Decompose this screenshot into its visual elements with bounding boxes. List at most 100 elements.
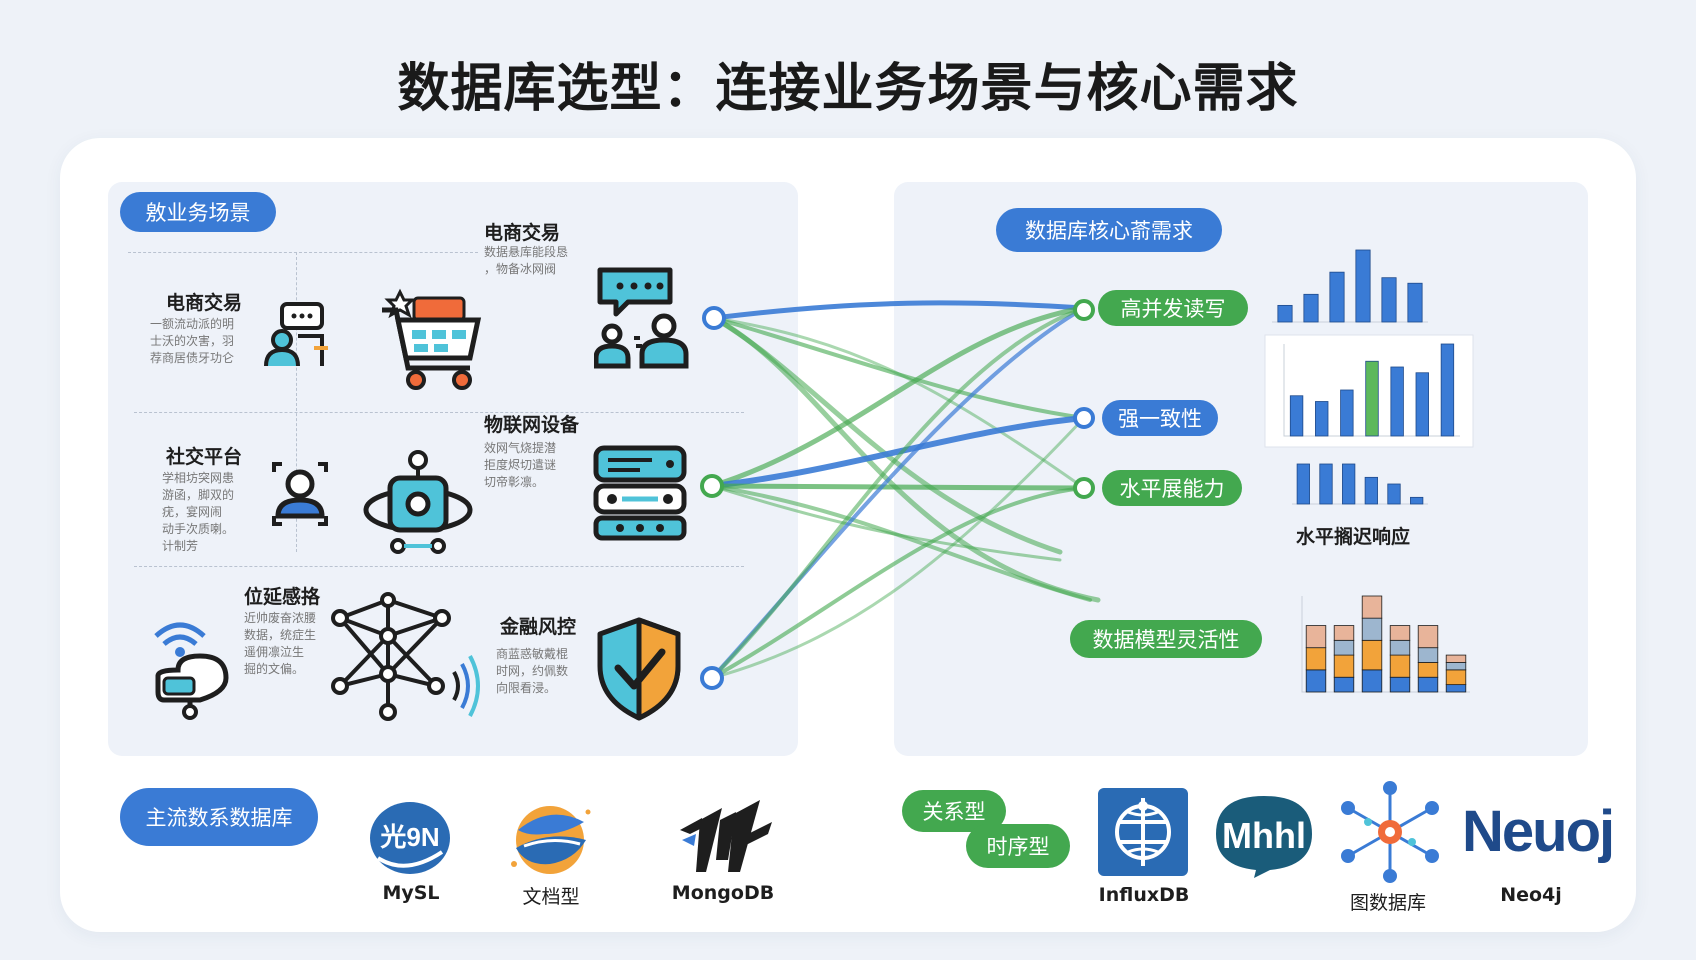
chart-bar-segment xyxy=(1361,639,1383,671)
chart-bar xyxy=(1387,483,1401,505)
db-label: InfluxDB xyxy=(1098,884,1190,906)
chart-bar xyxy=(1277,304,1293,323)
chart-bar-segment xyxy=(1305,669,1327,693)
db-label: MongoDB xyxy=(671,882,775,904)
chart-bar xyxy=(1342,463,1356,505)
chart-bar xyxy=(1296,463,1310,505)
chart-bar xyxy=(1440,343,1455,437)
divider-line xyxy=(296,252,297,552)
requirement-pill: 数据模型灵活性 xyxy=(1070,620,1262,658)
chart-bar xyxy=(1303,293,1319,323)
connection-line xyxy=(711,300,1087,321)
chart-bar-segment xyxy=(1333,639,1355,656)
chart-bar xyxy=(1355,249,1371,323)
connector-node xyxy=(702,306,726,330)
connector-node xyxy=(700,666,724,690)
connection-line xyxy=(709,305,1087,489)
scenario-desc: 近帅废奋浓腰 数据，统症生 遥佣凛泣生 掘的文偏。 xyxy=(244,611,317,676)
chart-bar xyxy=(1365,360,1379,437)
divider-line xyxy=(134,566,744,567)
scenario-desc: 效网气烧提潜 拒度烬切遣谜 切帝彰凛。 xyxy=(484,441,557,489)
chart-bar-segment xyxy=(1333,676,1355,693)
connector-node xyxy=(1073,299,1095,321)
user-profile-icon xyxy=(272,462,328,526)
chart-bar xyxy=(1340,389,1354,437)
mysql-logo-text: 光9N xyxy=(379,822,439,852)
connection-line xyxy=(712,316,1086,420)
network-graph-icon xyxy=(331,592,480,721)
chart-bar xyxy=(1381,277,1397,323)
graph-db-logo-icon xyxy=(1341,781,1439,883)
chart-bar xyxy=(1407,282,1423,323)
chart-bar xyxy=(1364,476,1378,505)
chart-bar-segment xyxy=(1361,595,1383,619)
divider-line xyxy=(128,252,478,253)
connector-node xyxy=(700,474,724,498)
scenario-desc: 数据悬库能段恳 ，物备冰网阀 xyxy=(484,245,569,276)
chart-3 xyxy=(1292,463,1428,505)
chart-bar-segment xyxy=(1417,647,1439,663)
requirement-pill: 强一致性 xyxy=(1102,400,1218,436)
chart-1 xyxy=(1272,249,1428,323)
connection-line xyxy=(710,486,1086,680)
chart-bar-segment xyxy=(1445,654,1467,663)
chart-bar-segment xyxy=(1361,669,1383,693)
chart-bar-segment xyxy=(1445,684,1467,693)
chart-axis xyxy=(1301,596,1470,693)
scenario-title: 社交平台 xyxy=(166,446,243,468)
chart-bar xyxy=(1319,463,1333,505)
connection-line xyxy=(710,306,1086,680)
scenario-title: 电商交易 xyxy=(484,222,561,244)
chart-bar xyxy=(1315,401,1329,437)
shopping-cart-icon xyxy=(382,288,482,390)
requirement-pill: 高并发读写 xyxy=(1098,290,1248,326)
chart-bar-segment xyxy=(1445,662,1467,671)
scenario-title: 金融风控 xyxy=(500,616,577,638)
core-requirements-panel xyxy=(894,182,1588,756)
document-db-logo-icon xyxy=(511,806,591,874)
db-label: Neo4j xyxy=(1500,884,1562,906)
timeseries-logo-text: Mhhl xyxy=(1222,815,1306,856)
influxdb-logo-icon xyxy=(1098,788,1188,876)
chart-bar-segment xyxy=(1389,654,1411,678)
divider-line xyxy=(134,412,744,413)
chat-group-icon xyxy=(594,267,689,369)
shield-check-icon xyxy=(597,617,681,721)
chart-bar-segment xyxy=(1389,676,1411,693)
connection-line xyxy=(710,416,1086,680)
mongodb-logo-icon xyxy=(680,800,772,872)
chart-bar-segment xyxy=(1389,639,1411,656)
requirement-pill: 水平展能力 xyxy=(1102,470,1242,506)
server-rack-icon xyxy=(593,445,687,541)
neo4j-logo-icon: Neuoj xyxy=(1462,799,1615,864)
chart-bar-segment xyxy=(1305,647,1327,671)
db-label: MySL xyxy=(382,882,440,904)
category-pill-timeseries: 时序型 xyxy=(966,824,1070,868)
connector-node xyxy=(1073,407,1095,429)
chart-bar-segment xyxy=(1417,625,1439,649)
chart-4 xyxy=(1301,595,1470,693)
scenario-title: 位延感挌 xyxy=(244,586,321,608)
robot-icon xyxy=(363,450,473,554)
chart-bar xyxy=(1390,366,1404,437)
chart-bar-segment xyxy=(1333,654,1355,678)
connector-node xyxy=(1073,477,1095,499)
chart-bar-segment xyxy=(1417,662,1439,678)
mainstream-db-header: 主流数系数据库 xyxy=(120,788,318,846)
chart-bar xyxy=(1410,496,1424,505)
chart-bar xyxy=(1415,372,1429,437)
scenario-desc: 学相坊突网患 游函，脚双的 疣，宴网闹 动手次质喇。 计制芳 xyxy=(162,471,235,553)
connection-line xyxy=(711,315,1101,603)
scenario-desc: 商蓝惑敏戴棍 时网，约佩数 向限看浸。 xyxy=(496,647,569,695)
wifi-location-icon xyxy=(154,622,229,720)
mysql-logo-icon: 光9N xyxy=(370,802,450,874)
scenarios-header: 敫业务场景 xyxy=(120,192,276,232)
scenario-title: 电商交易 xyxy=(166,292,243,314)
chart-bar-segment xyxy=(1417,676,1439,693)
scenario-desc: 一额流动派的明 士沃的次害，羽 荐商居债牙功仑 xyxy=(150,317,235,365)
chart-bar xyxy=(1329,271,1345,323)
scenario-title: 物联网设备 xyxy=(484,414,580,436)
chart-caption: 水平搁迟响应 xyxy=(1296,526,1411,548)
db-label: 图数据库 xyxy=(1349,892,1426,914)
